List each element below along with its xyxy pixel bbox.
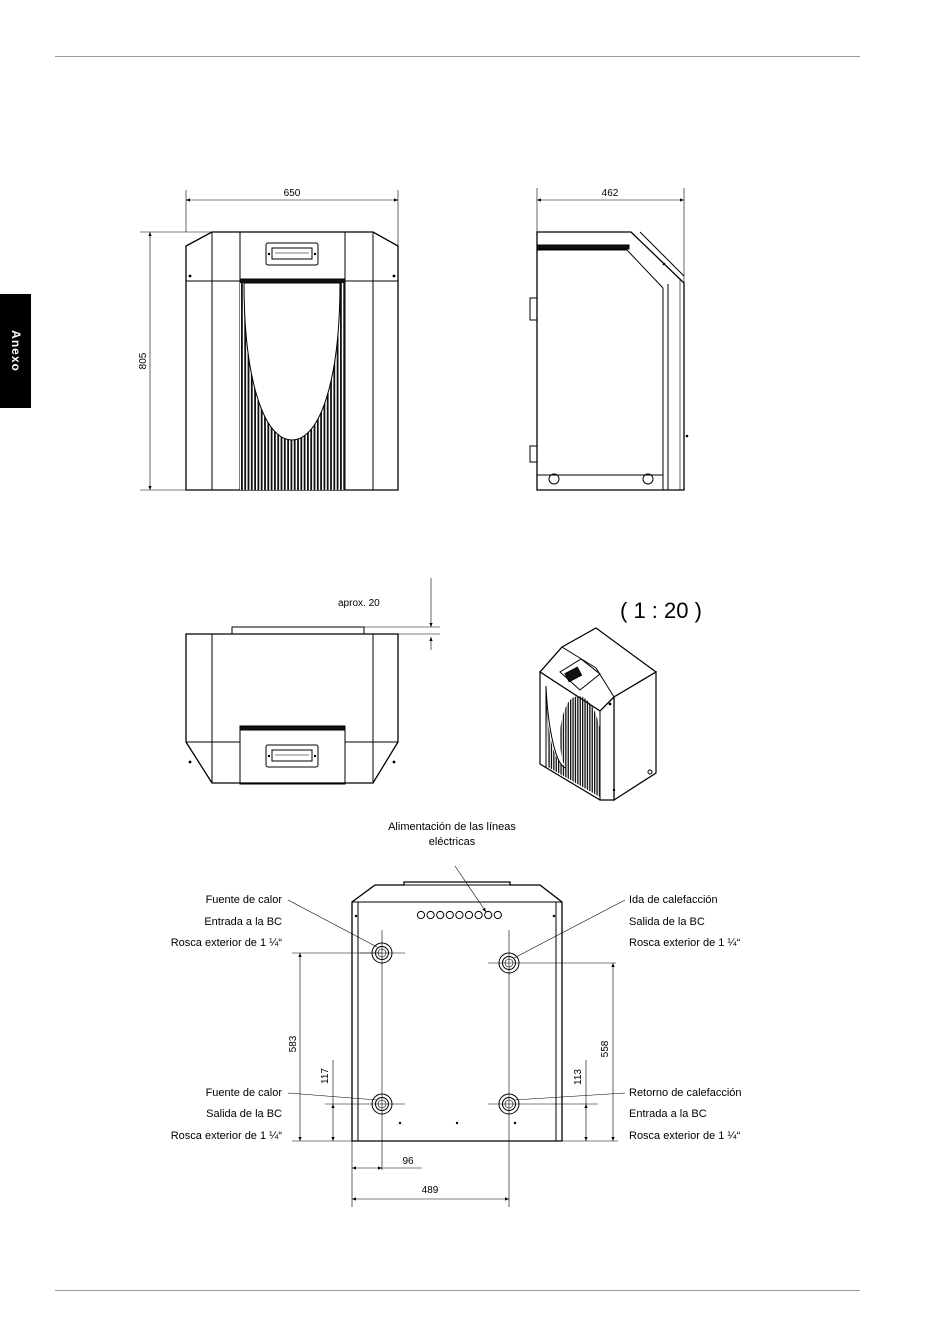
grille-slat (596, 686, 598, 797)
label-heating-return-2: Entrada a la BC (629, 1108, 707, 1120)
header-rule (55, 56, 860, 57)
label-heating-return-1: Retorno de calefacción (629, 1087, 742, 1099)
dim-489: 489 (422, 1185, 439, 1196)
dim-96: 96 (402, 1156, 414, 1167)
grille-slat (570, 686, 572, 797)
grille-slat (274, 283, 276, 490)
grille-slat (310, 283, 313, 490)
grille-slat (293, 283, 296, 490)
label-heat-source-in-2: Entrada a la BC (204, 916, 282, 928)
grille-slat (260, 283, 263, 490)
grille-slat (594, 686, 596, 797)
label-heat-source-in-3: Rosca exterior de 1 ¼“ (171, 937, 283, 949)
grille-slat (250, 283, 253, 490)
electric-label-line2: eléctricas (429, 836, 476, 848)
cable-gland (484, 910, 493, 920)
cable-gland (464, 910, 474, 920)
grille-slat (589, 686, 591, 797)
grille-slat (330, 283, 332, 490)
side-depth-dim: 462 (602, 188, 619, 199)
top-view: aprox. 20 (185, 578, 440, 785)
grille-slat (313, 283, 316, 490)
grille-slat (584, 686, 586, 797)
grille-slat (574, 686, 577, 797)
grille-slat (270, 283, 273, 490)
electric-label-line1: Alimentación de las líneas (388, 821, 516, 833)
front-width-dim: 650 (284, 188, 301, 199)
grille-slat (247, 283, 250, 490)
grille-slat (287, 283, 289, 490)
cable-gland (436, 910, 445, 920)
grille-slat (267, 283, 270, 490)
grille-slat (560, 686, 562, 797)
grille-slat (244, 283, 247, 490)
grille-slat (323, 283, 326, 490)
grille-slat (340, 283, 342, 490)
grille-slat (562, 686, 565, 797)
front-view: 650 805 (138, 188, 399, 491)
isometric-view (539, 627, 658, 802)
label-heating-flow-2: Salida de la BC (629, 916, 705, 928)
grille-slat (241, 283, 243, 490)
grille-slat (303, 283, 306, 490)
label-heat-source-in-1: Fuente de calor (206, 894, 283, 906)
offset-label: aprox. 20 (338, 598, 380, 609)
grille-slat (257, 283, 260, 490)
grille-slat (297, 283, 299, 490)
section-tab[interactable]: Anexo (0, 294, 31, 408)
dim-583: 583 (288, 1035, 299, 1052)
cable-gland (416, 910, 426, 920)
label-heating-return-3: Rosca exterior de 1 ¼“ (629, 1130, 741, 1142)
dim-558: 558 (600, 1040, 611, 1057)
grille-slat (565, 686, 567, 797)
label-heating-flow-1: Ida de calefacción (629, 894, 718, 906)
grille-slat (577, 686, 579, 797)
grille-slat (307, 283, 309, 490)
grille-slat (567, 686, 569, 797)
grille-slat (264, 283, 266, 490)
back-view: Alimentación de las líneas eléctricas 58… (171, 821, 742, 1207)
cable-gland (426, 910, 435, 920)
label-heating-flow-3: Rosca exterior de 1 ¼“ (629, 937, 741, 949)
grille-slat (586, 686, 589, 797)
grille-slat (316, 283, 319, 490)
grille-slat (280, 283, 283, 490)
label-heat-source-out-1: Fuente de calor (206, 1087, 283, 1099)
grille-slat (548, 686, 550, 797)
grille-slat (283, 283, 286, 490)
grille-slat (320, 283, 322, 490)
grille-slat (582, 686, 584, 797)
front-height-dim: 805 (138, 352, 149, 369)
grille-slat (591, 686, 593, 797)
grille-slat (333, 283, 336, 490)
dim-113: 113 (573, 1069, 584, 1085)
dim-117: 117 (320, 1068, 331, 1084)
grille-slat (326, 283, 329, 490)
side-view: 462 (529, 188, 689, 491)
grille-slat (290, 283, 293, 490)
footer-rule (55, 1290, 860, 1291)
cable-gland (493, 910, 502, 920)
grille-slat (336, 283, 339, 490)
label-heat-source-out-2: Salida de la BC (206, 1108, 282, 1120)
scale-label: ( 1 : 20 ) (620, 598, 702, 623)
grille-slat (300, 283, 303, 490)
cable-gland (455, 910, 464, 920)
label-heat-source-out-3: Rosca exterior de 1 ¼“ (171, 1130, 283, 1142)
grille-slat (598, 686, 600, 797)
cable-gland (474, 910, 483, 920)
grille-slat (277, 283, 280, 490)
grille-slat (572, 686, 574, 797)
grille-slat (579, 686, 581, 797)
grille-slat (343, 283, 345, 490)
cable-gland (445, 910, 454, 920)
